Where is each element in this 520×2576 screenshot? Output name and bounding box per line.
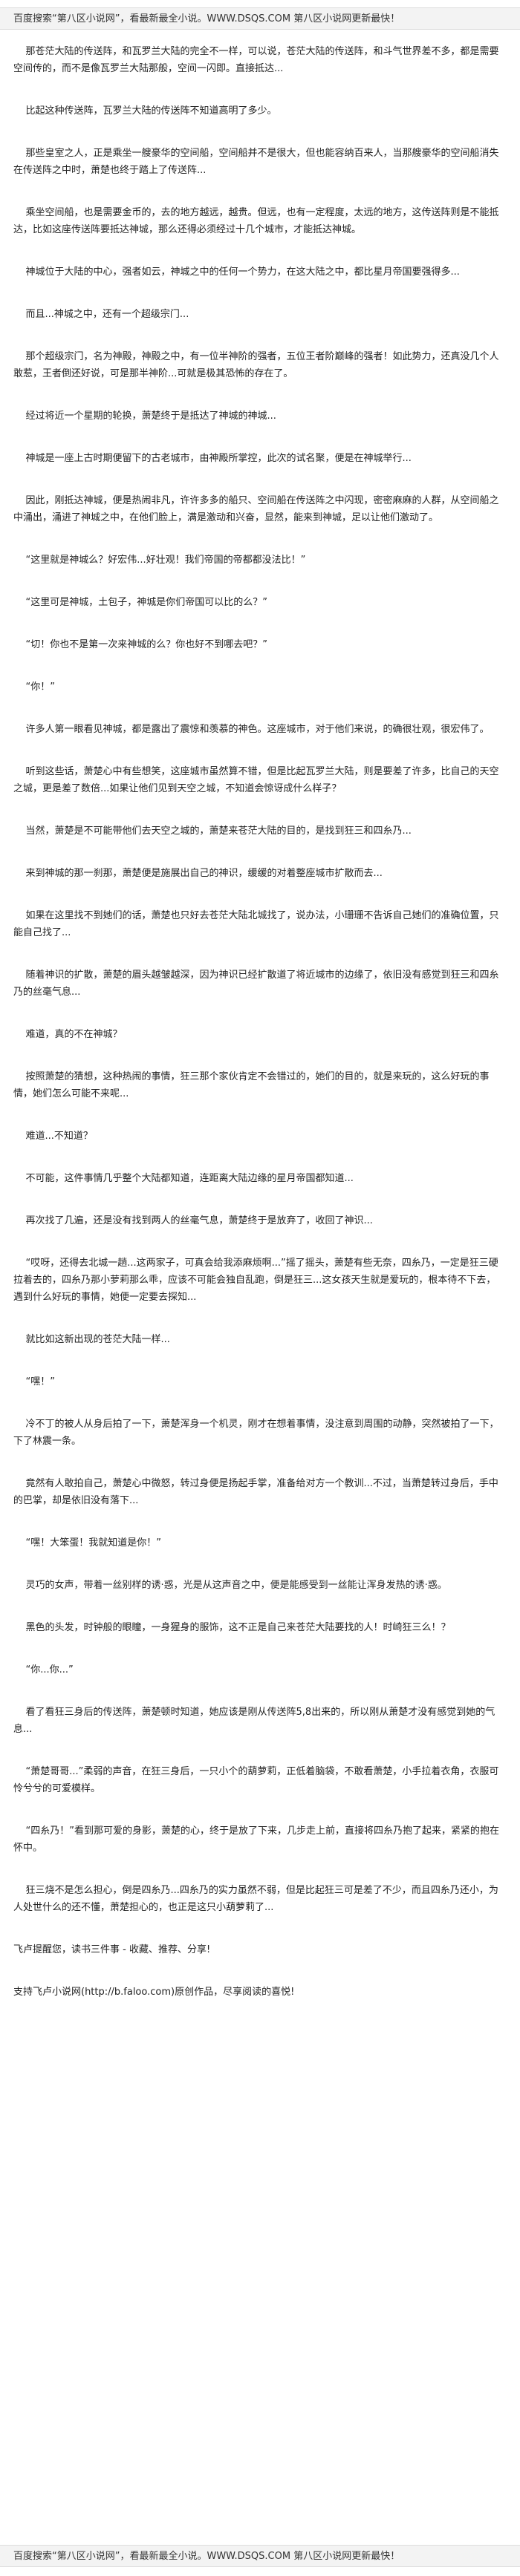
paragraph: 因此，刚抵达神城，便是热闹非凡，许许多多的船只、空间船在传送阵之中闪现，密密麻麻… <box>13 495 499 523</box>
paragraph: 冷不丁的被人从身后拍了一下，萧楚浑身一个机灵，刚才在想着事情，没注意到周围的动静… <box>13 1419 499 1447</box>
paragraph: 许多人第一眼看见神城，都是露出了震惊和羡慕的神色。这座城市，对于他们来说，的确很… <box>13 724 490 735</box>
paragraph: 那些皇室之人，正是乘坐一艘豪华的空间船，空间船并不是很大，但也能容纳百来人，当那… <box>13 148 499 176</box>
paragraph: “嘿！” <box>13 1376 56 1387</box>
paragraph: “切！你也不是第一次来神城的么？你也好不到哪去吧？” <box>13 639 268 650</box>
paragraph: 按照萧楚的猜想，这种热闹的事情，狂三那个家伙肯定不会错过的，她们的目的，就是来玩… <box>13 1071 490 1099</box>
paragraph: “这里就是神城么？好宏伟...好壮观！我们帝国的帝都都没法比！” <box>13 555 306 566</box>
paragraph: 随着神识的扩散，萧楚的眉头越皱越深，因为神识已经扩散道了将近城市的边缘了，依旧没… <box>13 970 499 998</box>
paragraph: “你...你...” <box>13 1664 74 1676</box>
paragraph: “嘿！大笨蛋！我就知道是你！” <box>13 1537 162 1549</box>
paragraph: 狂三烧不是怎么担心，倒是四糸乃...四糸乃的实力虽然不弱，但是比起狂三可是差了不… <box>13 1885 498 1913</box>
paragraph: 不可能，这件事情几乎整个大陆都知道，连距离大陆边缘的星月帝国都知道... <box>13 1173 354 1184</box>
paragraph: 神城位于大陆的中心，强者如云，神城之中的任何一个势力，在这大陆之中，都比星月帝国… <box>13 267 460 278</box>
promo-banner-bottom: 百度搜索“第八区小说网”，看最新最全小说。WWW.DSQS.COM 第八区小说网… <box>0 2545 520 2567</box>
paragraph: “哎呀，还得去北城一趟...这两家子，可真会给我添麻烦啊...”摇了摇头，萧楚有… <box>13 1258 498 1303</box>
paragraph: 那个超级宗门，名为神殿，神殿之中，有一位半神阶的强者，五位王者阶巅峰的强者！如此… <box>13 351 499 379</box>
support-link-text[interactable]: 支持飞卢小说网(http://b.faloo.com)原创作品，尽享阅读的喜悦! <box>13 1987 295 1998</box>
paragraph: 难道，真的不在神城？ <box>13 1029 123 1040</box>
promo-banner-top: 百度搜索“第八区小说网”，看最新最全小说。WWW.DSQS.COM 第八区小说网… <box>0 7 520 30</box>
paragraph: 难道...不知道？ <box>13 1131 93 1142</box>
paragraph: 而且...神城之中，还有一个超级宗门... <box>13 309 189 320</box>
paragraph: “萧楚哥哥...”柔弱的声音，在狂三身后，一只小个的葫萝莉，正低着脑袋，不敢看萧… <box>13 1766 499 1794</box>
paragraph: 比起这种传送阵，瓦罗兰大陆的传送阵不知道高明了多少。 <box>13 105 277 117</box>
paragraph: 那苍茫大陆的传送阵，和瓦罗兰大陆的完全不一样，可以说，苍茫大陆的传送阵，和斗气世… <box>13 46 499 74</box>
paragraph: 再次找了几遍，还是没有找到两人的丝毫气息，萧楚终于是放弃了，收回了神识... <box>13 1215 373 1226</box>
paragraph: 当然，萧楚是不可能带他们去天空之城的，萧楚来苍茫大陆的目的，是找到狂三和四糸乃.… <box>13 826 412 837</box>
paragraph: 就比如这新出现的苍茫大陆一样... <box>13 1334 170 1345</box>
chapter-content: 那苍茫大陆的传送阵，和瓦罗兰大陆的完全不一样，可以说，苍茫大陆的传送阵，和斗气世… <box>13 43 505 2001</box>
paragraph: “四糸乃！”看到那可爱的身影，萧楚的心，终于是放了下来，几步走上前，直接将四糸乃… <box>13 1825 500 1854</box>
paragraph: 如果在这里找不到她们的话，萧楚也只好去苍茫大陆北城找了，说办法，小珊珊不告诉自己… <box>13 910 499 938</box>
paragraph: 来到神城的那一刹那，萧楚便是施展出自己的神识，缓缓的对着整座城市扩散而去... <box>13 868 383 879</box>
paragraph: 听到这些话，萧楚心中有些想笑，这座城市虽然算不错，但是比起瓦罗兰大陆，则是要差了… <box>13 766 499 794</box>
paragraph: 看了看狂三身后的传送阵，萧楚顿时知道，她应该是刚从传送阵5,8出来的，所以刚从萧… <box>13 1707 495 1735</box>
paragraph: “你！” <box>13 681 56 693</box>
paragraph: 黑色的头发，时钟般的眼瞳，一身猩身的服饰，这不正是自己来苍茫大陆要找的人！时崎狂… <box>13 1622 451 1633</box>
paragraph: “这里可是神城，土包子，神城是你们帝国可以比的么？” <box>13 597 268 608</box>
paragraph: 经过将近一个星期的轮换，萧楚终于是抵达了神城的神城... <box>13 411 276 422</box>
paragraph: 乘坐空间船，也是需要金币的，去的地方越远，越贵。但远，也有一定程度，太远的地方，… <box>13 207 499 235</box>
paragraph: 神城是一座上古时期便留下的古老城市，由神殿所掌控，此次的试名聚，便是在神城举行.… <box>13 453 412 464</box>
paragraph: 竟然有人敢拍自己，萧楚心中微怒，转过身便是扬起手掌，准备给对方一个教训...不过… <box>13 1478 498 1506</box>
bookmark-reminder: 飞卢提醒您，读书三件事 - 收藏、推荐、分享! <box>13 1944 211 1955</box>
paragraph: 灵巧的女声，带着一丝别样的诱·惑，光是从这声音之中，便是能感受到一丝能让浑身发热… <box>13 1580 447 1591</box>
